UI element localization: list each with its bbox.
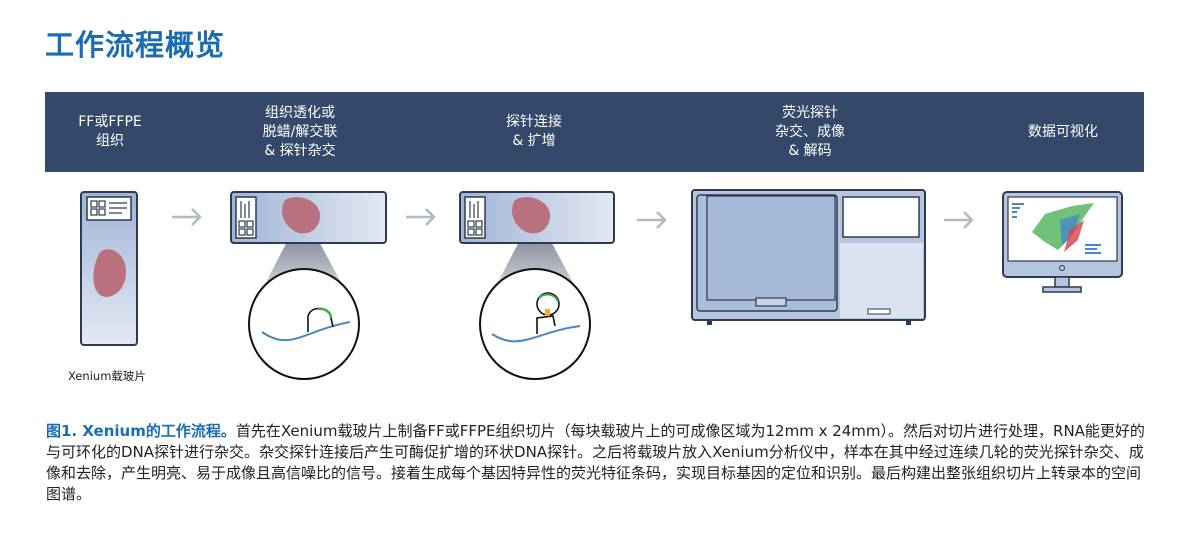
steps-header-band: FF或FFPE 组织 组织透化或 脱蜡/解交联 & 探针杂交 探针连接 & 扩增… (45, 92, 1144, 172)
page-title: 工作流程概览 (45, 28, 226, 62)
xenium-analyzer-instrument (691, 189, 926, 325)
step-ligation-label: 探针连接 & 扩增 (506, 114, 562, 149)
workflow-illustrations (80, 189, 1123, 380)
step-hybridization-label: 组织透化或 脱蜡/解交联 & 探针杂交 (262, 104, 338, 159)
caption-lead: 图1. Xenium的工作流程。 (46, 422, 236, 440)
slide-with-probe-ligation (459, 191, 615, 380)
tissue-section (93, 249, 126, 297)
step-imaging-label: 荧光探针 杂交、成像 & 解码 (775, 104, 845, 159)
caption-body: 首先在Xenium载玻片上制备FF或FFPE组织切片（每块载玻片上的可成像区域为… (46, 422, 1145, 503)
slide-with-probe-hybridization (230, 191, 387, 380)
monitor-data-visualization (1002, 191, 1123, 293)
xenium-slide-vertical (80, 191, 138, 346)
step-tissue-label: FF或FFPE 组织 (78, 114, 142, 149)
figure-caption: 图1. Xenium的工作流程。首先在Xenium载玻片上制备FF或FFPE组织… (46, 421, 1146, 505)
arrow-icons (172, 208, 974, 229)
step-visualization-label: 数据可视化 (1028, 123, 1098, 140)
xenium-slide-label: Xenium载玻片 (68, 369, 146, 383)
